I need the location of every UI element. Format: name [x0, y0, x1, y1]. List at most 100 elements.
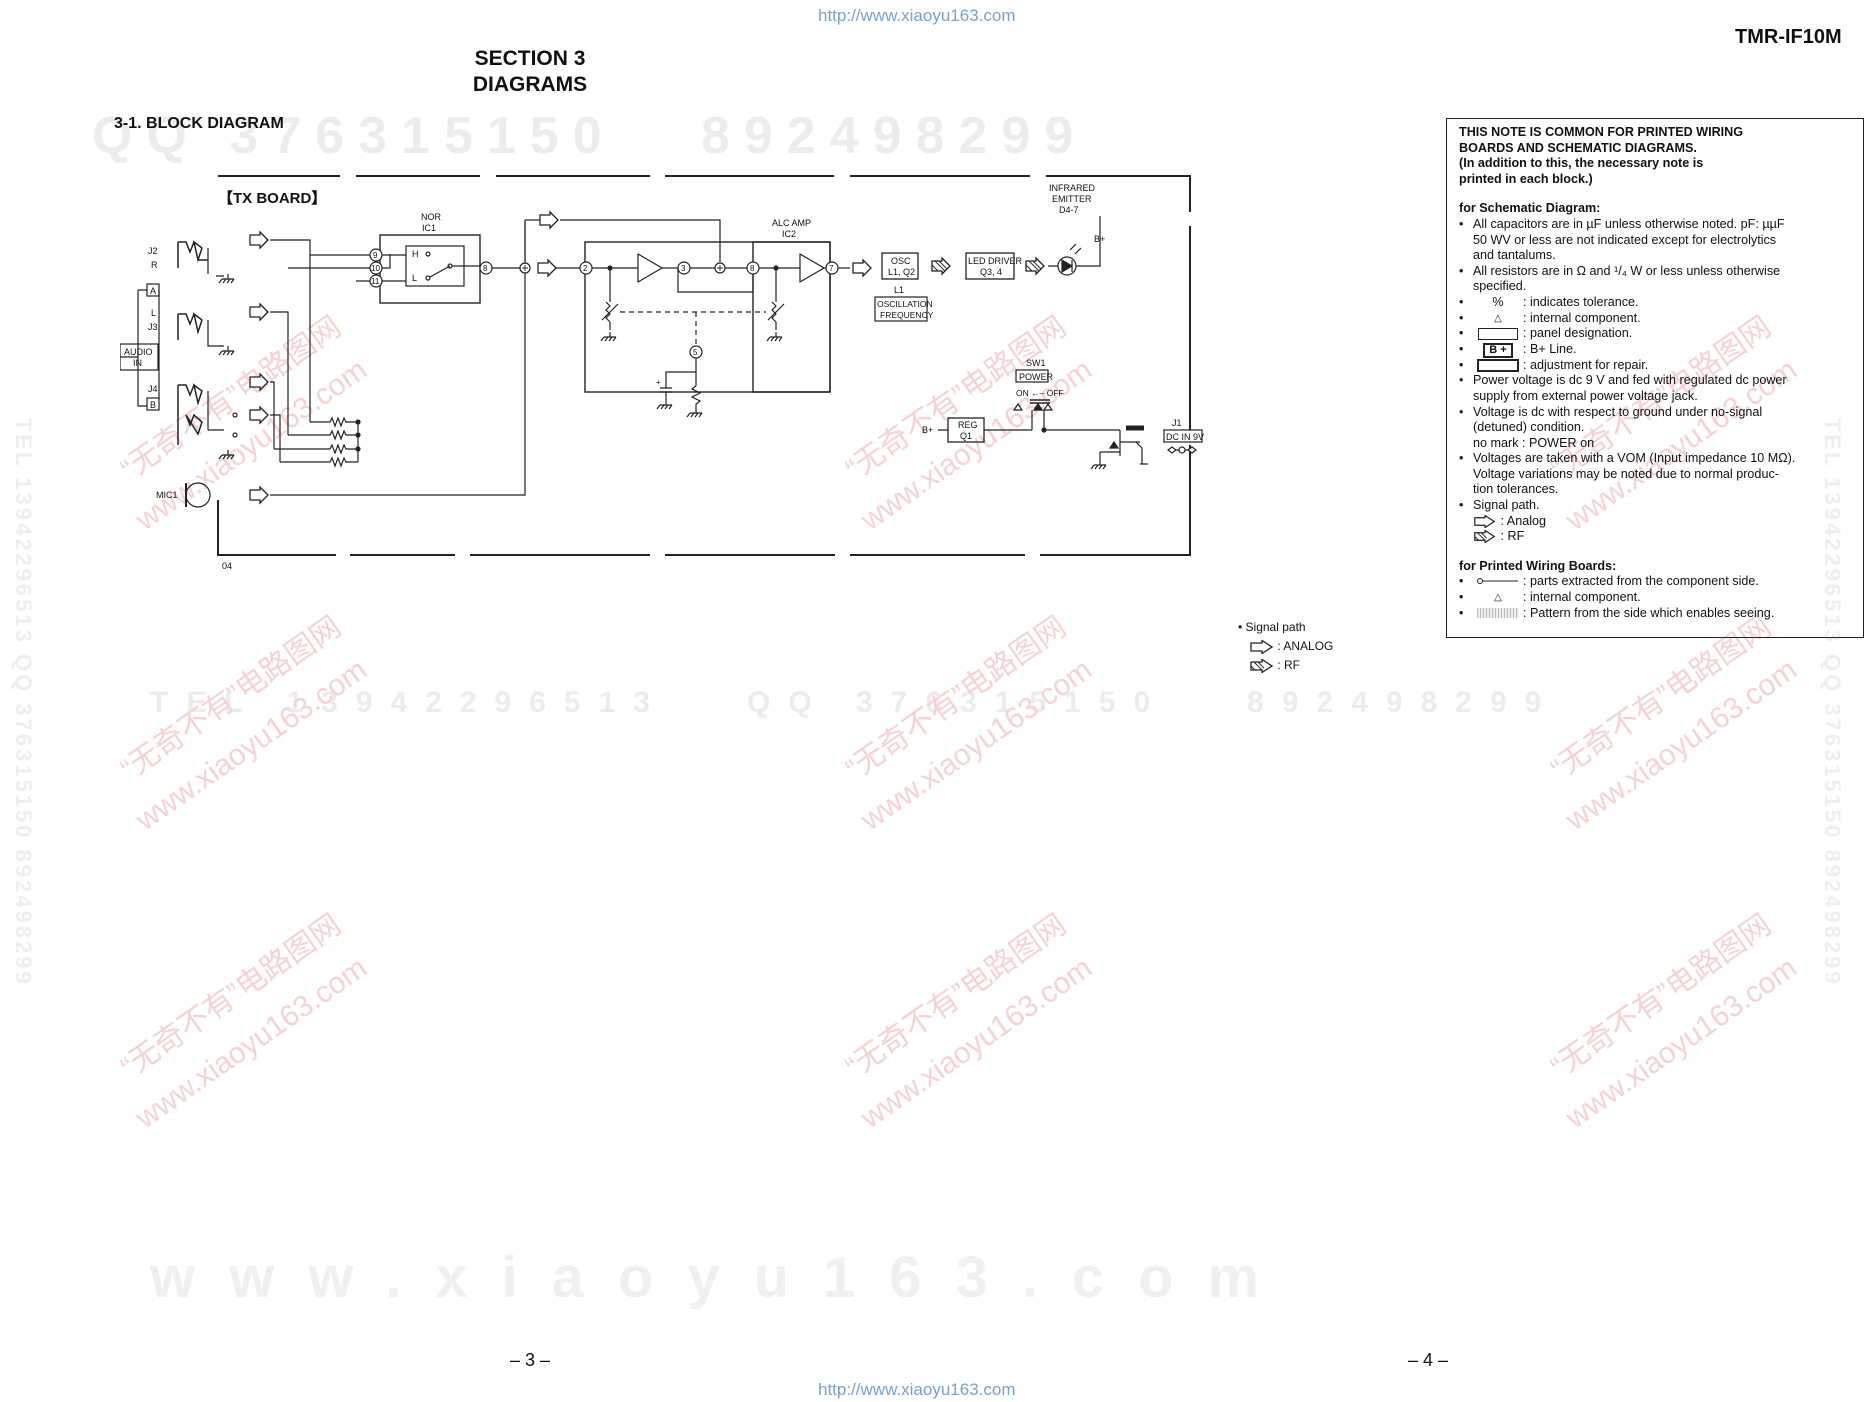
pwb-item-internal: •△: internal component.: [1459, 590, 1641, 605]
on-off-label: ON ←– OFF: [1016, 388, 1064, 398]
mic-symbol: [185, 482, 211, 508]
page-number-left: – 3 –: [510, 1350, 551, 1370]
power-label: POWER: [1019, 372, 1054, 382]
led-driver-line2: Q3, 4: [980, 267, 1002, 277]
note-heading-4: printed in each block.): [1459, 171, 1593, 186]
label-j2: J2: [148, 246, 158, 256]
ir-label-line3: D4-7: [1059, 205, 1079, 215]
switch-l: L: [412, 273, 417, 283]
rf-arrow-icon-note: [1474, 529, 1496, 545]
pin-7: 7: [829, 264, 834, 273]
board-label: 【TX BOARD】: [218, 189, 326, 207]
note-heading-1: THIS NOTE IS COMMON FOR PRINTED WIRING: [1459, 125, 1744, 139]
osc-label-line1: OSC: [891, 256, 911, 266]
label-j4: J4: [148, 384, 158, 394]
osc-freq-line1: OSCILLATION: [877, 299, 933, 309]
label-a: A: [150, 286, 156, 296]
note-item-adjustment: •: adjustment for repair.: [1459, 357, 1649, 372]
dc-in-box: [1163, 429, 1203, 443]
section-title-line2: DIAGRAMS: [472, 73, 588, 96]
model-number: TMR-IF10M: [1735, 26, 1842, 48]
signal-rf-row: : RF: [1238, 656, 1333, 675]
nor-ic1-block: [379, 234, 481, 304]
watermark-qq-row: QQ 376315150 892498299: [92, 107, 1088, 165]
power-panel-box: [1015, 369, 1049, 383]
analog-arrow-icon: [1250, 639, 1274, 655]
pin-11: 11: [371, 277, 380, 286]
ir-label-line2: EMITTER: [1052, 194, 1092, 204]
alc-inner-block: [584, 241, 831, 393]
note-item-resistors: •All resistors are in Ω and ¹/₄ W or les…: [1459, 263, 1781, 294]
osc-freq-box: [874, 296, 928, 322]
section-title-line1: SECTION 3: [474, 47, 586, 70]
pin-3: 3: [681, 264, 686, 273]
label-j3: J3: [148, 322, 158, 332]
analog-arrow-icon-note: [1474, 514, 1496, 529]
pin-10: 10: [371, 264, 380, 273]
osc-freq-line2: FREQUENCY: [880, 310, 934, 320]
watermark-tel-row: TEL 13942296513 QQ 376315150 892498299: [150, 686, 1560, 719]
note-heading-3: (In addition to this, the necessary note…: [1459, 156, 1704, 171]
adjust-box-icon: [1477, 358, 1519, 372]
note-item-internal: •△: internal component.: [1459, 310, 1641, 325]
osc-label-line2: L1, Q2: [888, 267, 915, 277]
bplus-label-1: B+: [1094, 234, 1105, 244]
pin-8a: 8: [483, 264, 488, 273]
sw1-label: SW1: [1026, 358, 1046, 368]
pin-9: 9: [373, 251, 378, 260]
triangle-icon-pwb: △: [1494, 592, 1502, 604]
page-number-right: – 4 –: [1408, 1350, 1449, 1370]
block-diagram-title: 3-1. BLOCK DIAGRAM: [114, 115, 284, 132]
pwb-title: for Printed Wiring Boards:: [1459, 558, 1617, 573]
signal-analog-label: : ANALOG: [1277, 639, 1334, 653]
note-item-signal: •Signal path.: [1459, 498, 1540, 513]
led-driver-line1: LED DRIVER: [968, 256, 1023, 266]
switch-h: H: [412, 249, 419, 259]
panel-b-box: [146, 397, 160, 411]
signal-analog-row: : ANALOG: [1238, 637, 1333, 656]
note-signal-analog: : Analog: [1459, 514, 1853, 530]
note-item-panel: •: panel designation.: [1459, 326, 1633, 341]
reg-label-line2: Q1: [960, 431, 972, 441]
bplus-box-icon: B +: [1483, 342, 1513, 358]
dc-in-label: DC IN 9V: [1166, 432, 1204, 442]
pin-2: 2: [583, 264, 588, 273]
reg-label-line1: REG: [958, 420, 978, 430]
note-heading-2: BOARDS AND SCHEMATIC DIAGRAMS.: [1459, 140, 1697, 155]
note-item-tolerance: •%: indicates tolerance.: [1459, 294, 1639, 309]
cap-plus: +: [656, 378, 661, 387]
nor-label-line1: NOR: [421, 212, 442, 222]
pattern-shade-icon: [1477, 608, 1519, 619]
signal-path-title: • Signal path: [1238, 620, 1306, 634]
nor-label-line2: IC1: [422, 223, 436, 233]
note-item-bline: •B +: B+ Line.: [1459, 341, 1577, 358]
block-diagram: 【TX BOARD】 04 J2 R A L J3 AUDIO IN J4 B …: [120, 175, 1204, 571]
note-item-power: •Power voltage is dc 9 V and fed with re…: [1459, 373, 1787, 403]
led-driver-block: [965, 252, 1015, 280]
pwb-item-extracted: •: parts extracted from the component si…: [1459, 574, 1759, 589]
label-mic: MIC1: [156, 490, 178, 500]
note-item-voltage: •Voltage is dc with respect to ground un…: [1459, 404, 1763, 450]
common-note-box: THIS NOTE IS COMMON FOR PRINTED WIRING B…: [1446, 118, 1864, 638]
l1-label: L1: [894, 285, 904, 295]
section-title: SECTION 3 DIAGRAMS: [430, 46, 630, 98]
audio-in-box: [120, 343, 159, 371]
note-signal-rf: : RF: [1459, 529, 1853, 545]
percent-symbol: %: [1492, 294, 1504, 309]
watermark-side-left: TEL 13942296513 QQ 376315150 892498299: [11, 418, 36, 987]
triangle-icon: △: [1494, 312, 1502, 324]
note-item-capacitors: •All capacitors are in µF unless otherwi…: [1459, 216, 1785, 263]
signal-path-legend: • Signal path : ANALOG : RF: [1238, 618, 1333, 675]
alc-amp-ic2-block: [752, 241, 831, 393]
rf-arrow-icon: [1250, 658, 1274, 674]
top-url[interactable]: http://www.xiaoyu163.com: [818, 6, 1016, 25]
signal-rf-label: : RF: [1277, 658, 1301, 672]
label-l: L: [151, 308, 156, 318]
label-r: R: [151, 260, 158, 270]
bottom-url[interactable]: http://www.xiaoyu163.com: [818, 1380, 1016, 1399]
note-item-vom: •Voltages are taken with a VOM (Input im…: [1459, 451, 1796, 497]
pwb-item-pattern: •: Pattern from the side which enables s…: [1459, 605, 1775, 620]
alc-label-line2: IC2: [782, 229, 796, 239]
lead-icon: [1477, 578, 1518, 585]
pin-5: 5: [693, 348, 698, 357]
